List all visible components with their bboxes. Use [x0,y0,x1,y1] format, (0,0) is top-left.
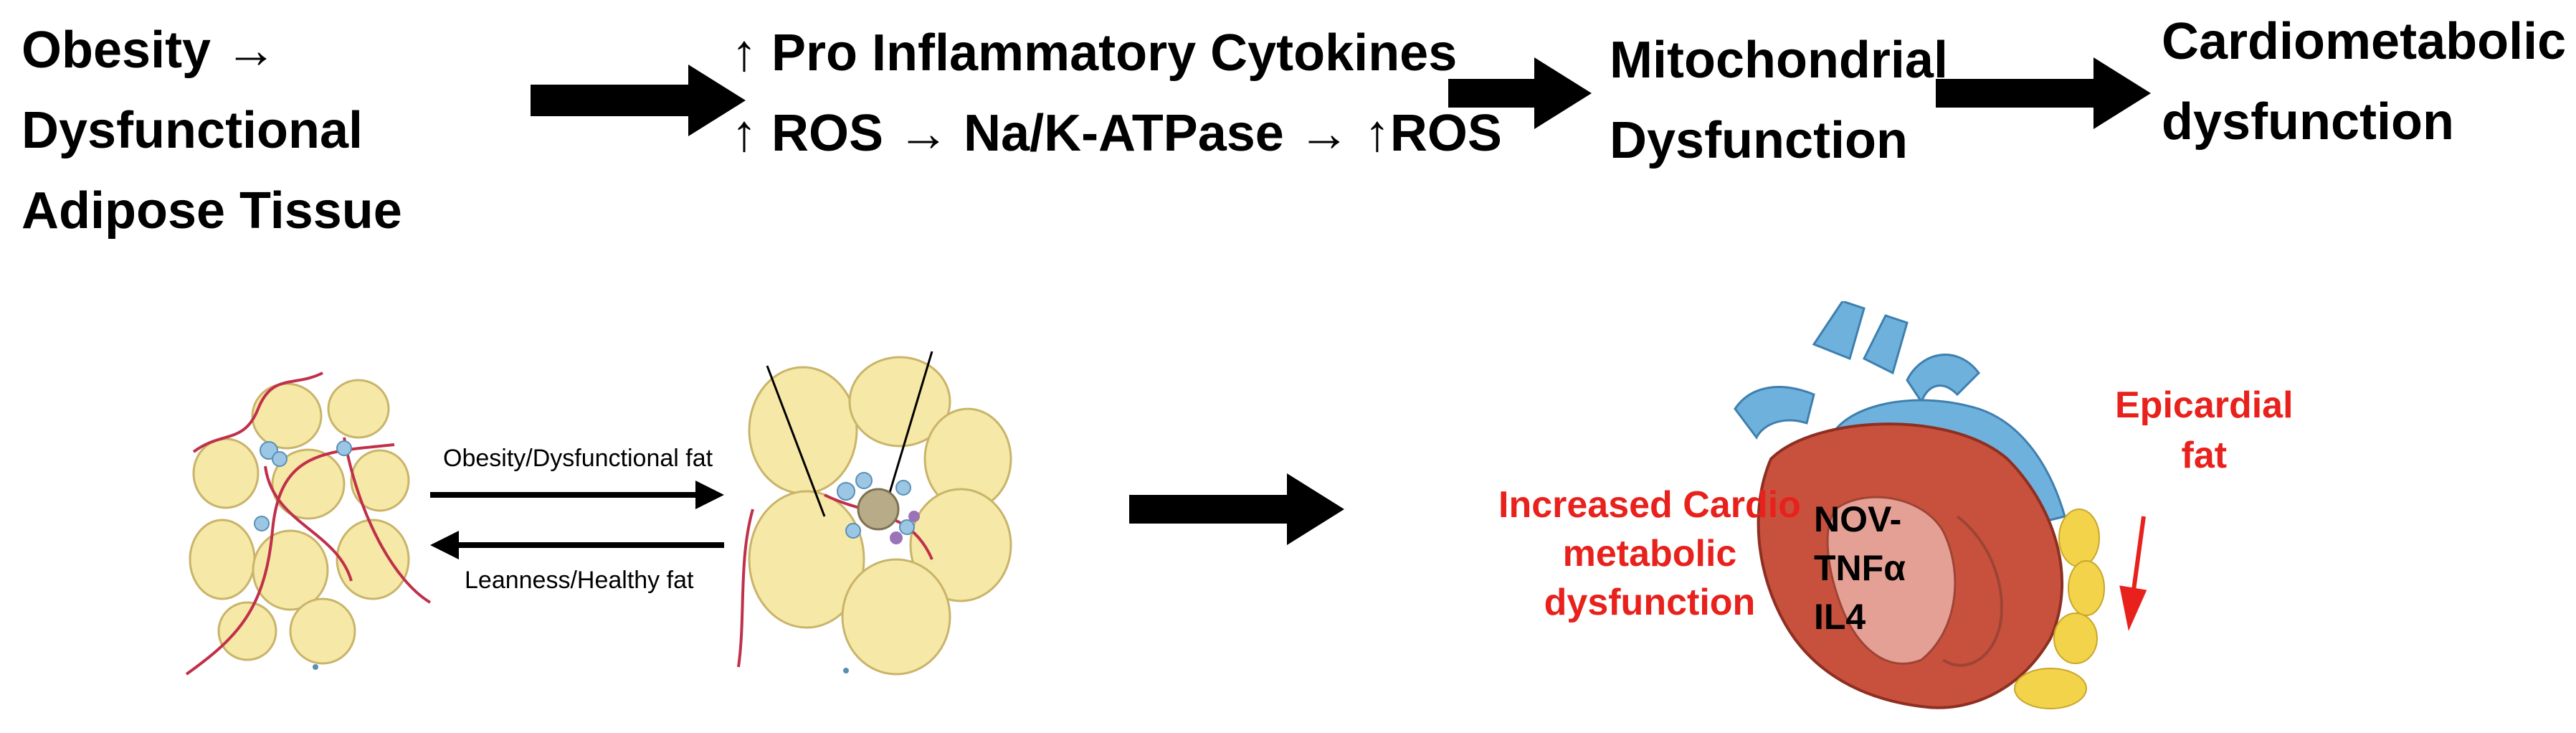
flow-arrow-3 [1936,57,2151,129]
increased-cardio-line2: metabolic [1562,533,1737,574]
obesity-dysfunctional-fat-label: Obesity/Dysfunctional fat [443,445,713,472]
flow-step-mitochondria-line2: Dysfunction [1610,112,1909,169]
epicardial-fat-label: Epicardial fat [2115,380,2294,481]
to-obesity-arrow [430,481,724,509]
panel-arrow [1129,473,1344,545]
flow-step-obesity: Obesity → Dysfunctional Adipose Tissue [22,10,402,251]
il4-line: IL4 [1814,597,1866,637]
flow-step-cardiometabolic-line2: dysfunction [2162,93,2454,151]
flow-step-cytokines: ↑ Pro Inflammatory Cytokines ↑ ROS → Na/… [731,13,1502,174]
flow-step-cardiometabolic-line1: Cardiometabolic [2162,13,2567,70]
flow-arrow-1 [531,65,746,136]
epicardial-line1: Epicardial [2115,384,2294,426]
leanness-healthy-fat-label: Leanness/Healthy fat [465,567,694,594]
flow-step-cardiometabolic: Cardiometabolic dysfunction [2162,1,2566,162]
increased-cardio-line3: dysfunction [1544,582,1756,623]
increased-cardio-metabolic-label: Increased Cardio metabolic dysfunction [1498,481,1801,627]
tnf-line: TNFα [1814,548,1906,588]
flow-step-mitochondria: Mitochondrial Dysfunction [1610,20,1948,181]
flow-step-obesity-line1: Obesity → [22,22,277,79]
flow-step-mitochondria-line1: Mitochondrial [1610,32,1948,89]
nov-line: NOV- [1814,499,1902,539]
epicardial-line2: fat [2181,435,2228,476]
to-leanness-arrow [430,531,724,559]
flow-step-obesity-line3: Adipose Tissue [22,182,402,240]
heart-illustration [1734,301,2147,709]
obese-adipose-illustration [737,351,1012,676]
nov-tnf-il4-label: NOV- TNFα IL4 [1814,495,1906,641]
increased-cardio-line1: Increased Cardio [1498,484,1801,526]
flow-arrow-2 [1448,57,1592,129]
flow-step-obesity-line2: Dysfunctional [22,102,363,159]
flow-step-cytokines-line1: ↑ Pro Inflammatory Cytokines [731,24,1458,82]
lean-adipose-illustration [185,372,432,676]
flow-step-cytokines-line2: ↑ ROS → Na/K-ATPase → ↑ROS [731,105,1502,162]
